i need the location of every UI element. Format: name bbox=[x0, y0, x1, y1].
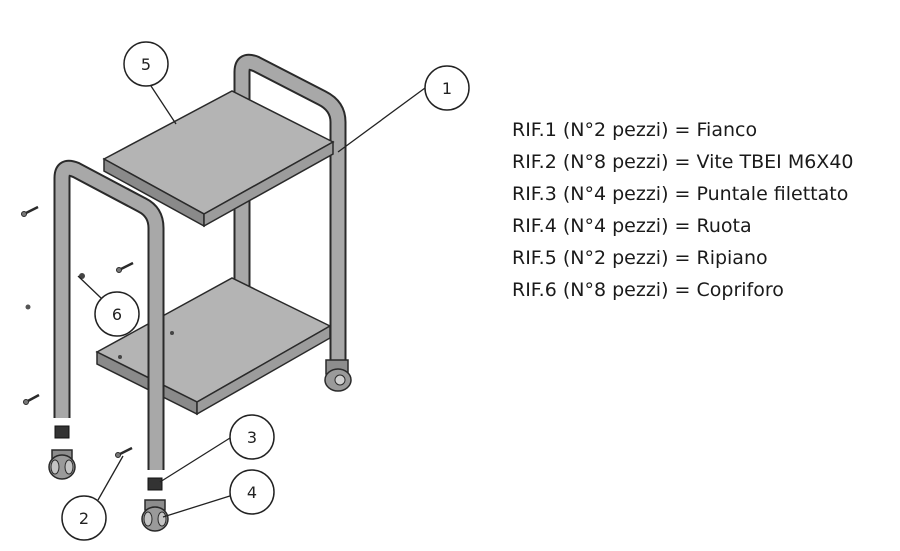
callout-label: 2 bbox=[79, 509, 89, 528]
callout-label: 4 bbox=[247, 483, 257, 502]
leader-line-4 bbox=[162, 494, 234, 518]
callout-label: 3 bbox=[247, 428, 257, 447]
part-entry: RIF.4 (N°4 pezzi) = Ruota bbox=[512, 215, 752, 237]
parts-list: RIF.1 (N°2 pezzi) = Fianco RIF.2 (N°8 pe… bbox=[512, 114, 854, 306]
part-entry: RIF.5 (N°2 pezzi) = Ripiano bbox=[512, 247, 768, 269]
leader-line-2 bbox=[97, 455, 124, 501]
callout-label: 6 bbox=[112, 305, 122, 324]
top-shelf bbox=[102, 90, 335, 228]
leader-lines bbox=[77, 85, 426, 518]
front-right-wheel bbox=[141, 499, 169, 532]
part-entry: RIF.6 (N°8 pezzi) = Copriforo bbox=[512, 279, 784, 301]
callout-2: 2 bbox=[61, 495, 107, 541]
leader-line-5 bbox=[150, 85, 177, 125]
callout-1: 1 bbox=[424, 65, 470, 111]
rear-wheel bbox=[324, 359, 352, 392]
screws bbox=[21, 205, 134, 458]
front-left-wheel bbox=[48, 449, 76, 480]
hole-caps bbox=[25, 273, 85, 310]
front-side-frame bbox=[53, 159, 165, 470]
callout-5: 5 bbox=[123, 41, 169, 87]
hole-cap bbox=[25, 304, 31, 310]
part-entry: RIF.1 (N°2 pezzi) = Fianco bbox=[512, 119, 758, 141]
threaded-tip bbox=[147, 477, 163, 491]
callout-label: 1 bbox=[442, 79, 452, 98]
part-entry: RIF.2 (N°8 pezzi) = Vite TBEI M6X40 bbox=[512, 151, 854, 173]
screw bbox=[116, 261, 134, 273]
callout-4: 4 bbox=[229, 469, 275, 515]
part-entry: RIF.3 (N°4 pezzi) = Puntale filettato bbox=[512, 183, 849, 205]
leader-line-3 bbox=[159, 437, 231, 483]
screw bbox=[115, 446, 133, 458]
callout-6: 6 bbox=[94, 291, 140, 337]
threaded-tips bbox=[54, 425, 163, 491]
threaded-tip bbox=[54, 425, 70, 439]
rear-side-frame bbox=[233, 53, 347, 365]
leader-line-6 bbox=[77, 275, 102, 299]
callout-3: 3 bbox=[229, 414, 275, 460]
screw bbox=[23, 393, 40, 405]
screw bbox=[21, 205, 39, 217]
leader-line-1 bbox=[337, 87, 426, 153]
callout-label: 5 bbox=[141, 55, 151, 74]
